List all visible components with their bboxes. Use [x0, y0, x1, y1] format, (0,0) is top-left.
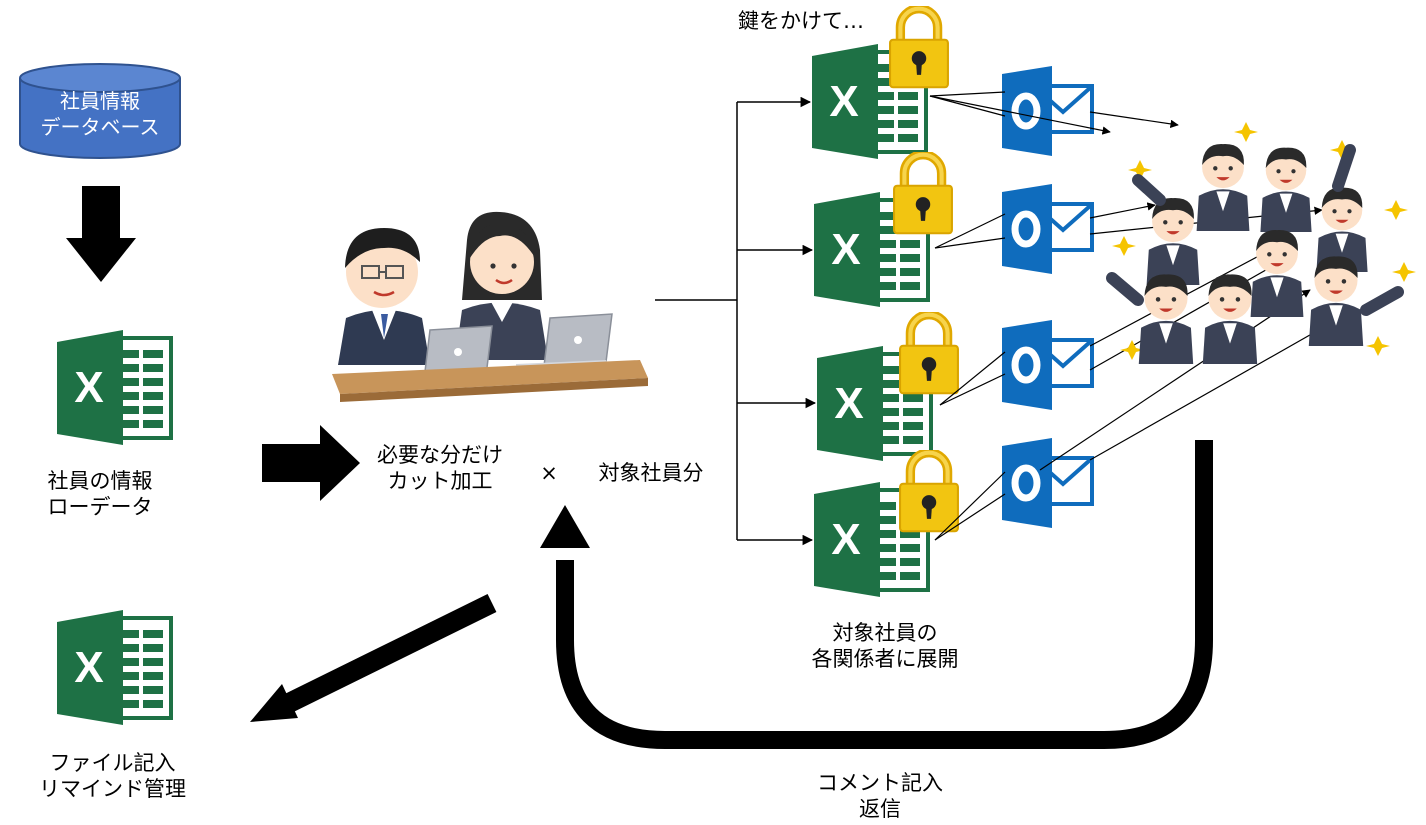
raw-data-label-line2: ローデータ	[47, 495, 153, 519]
raw-data-label-line1: 社員の情報	[47, 469, 153, 493]
right-arrow	[262, 425, 360, 501]
raw-data-label: 社員の情報 ローデータ	[20, 468, 180, 520]
process-label-line1: 必要な分だけ	[377, 443, 503, 467]
process-label: 必要な分だけ カット加工	[360, 442, 520, 494]
database-icon	[19, 63, 181, 159]
mail-lines	[929, 91, 1346, 541]
manage-label-line2: リマインド管理	[39, 777, 186, 801]
padlock-icon-row-1	[890, 9, 948, 88]
padlock-icon-row-3	[900, 315, 958, 394]
excel-icon-raw-data	[55, 330, 173, 445]
distribute-label-line1: 対象社員の	[832, 621, 938, 645]
distribute-label-line2: 各関係者に展開	[811, 647, 959, 671]
multiply-sign: ×	[540, 461, 558, 485]
cheering-employees-illustration	[1106, 122, 1416, 364]
diagonal-arrow	[250, 594, 497, 722]
reply-label-line1: コメント記入	[817, 771, 943, 795]
return-arrow	[540, 440, 1213, 749]
database-label-line1: 社員情報	[60, 89, 140, 113]
distribution-lines	[655, 96, 817, 546]
outlook-icon-row-2	[1002, 184, 1092, 274]
padlock-icon-row-2	[894, 155, 952, 234]
reply-label-line2: 返信	[859, 797, 901, 821]
outlook-icon-row-3	[1002, 320, 1092, 410]
distribute-label: 対象社員の 各関係者に展開	[800, 620, 970, 672]
padlock-icon-row-4	[900, 453, 958, 532]
down-arrow	[66, 186, 136, 282]
manage-label: ファイル記入 リマインド管理	[20, 750, 205, 802]
lock-note: 鍵をかけて…	[738, 9, 864, 33]
office-workers-illustration	[332, 211, 648, 402]
database-label-line2: データベース	[40, 115, 160, 139]
outlook-icon-row-4	[1002, 438, 1092, 528]
database-label: 社員情報 データベース	[20, 88, 180, 140]
outlook-icon-row-1	[1002, 66, 1092, 156]
excel-icon-manage	[55, 610, 173, 725]
reply-label: コメント記入 返信	[800, 770, 960, 822]
manage-label-line1: ファイル記入	[49, 751, 176, 775]
process-label-line2: カット加工	[387, 469, 493, 493]
target-label: 対象社員分	[598, 461, 704, 485]
